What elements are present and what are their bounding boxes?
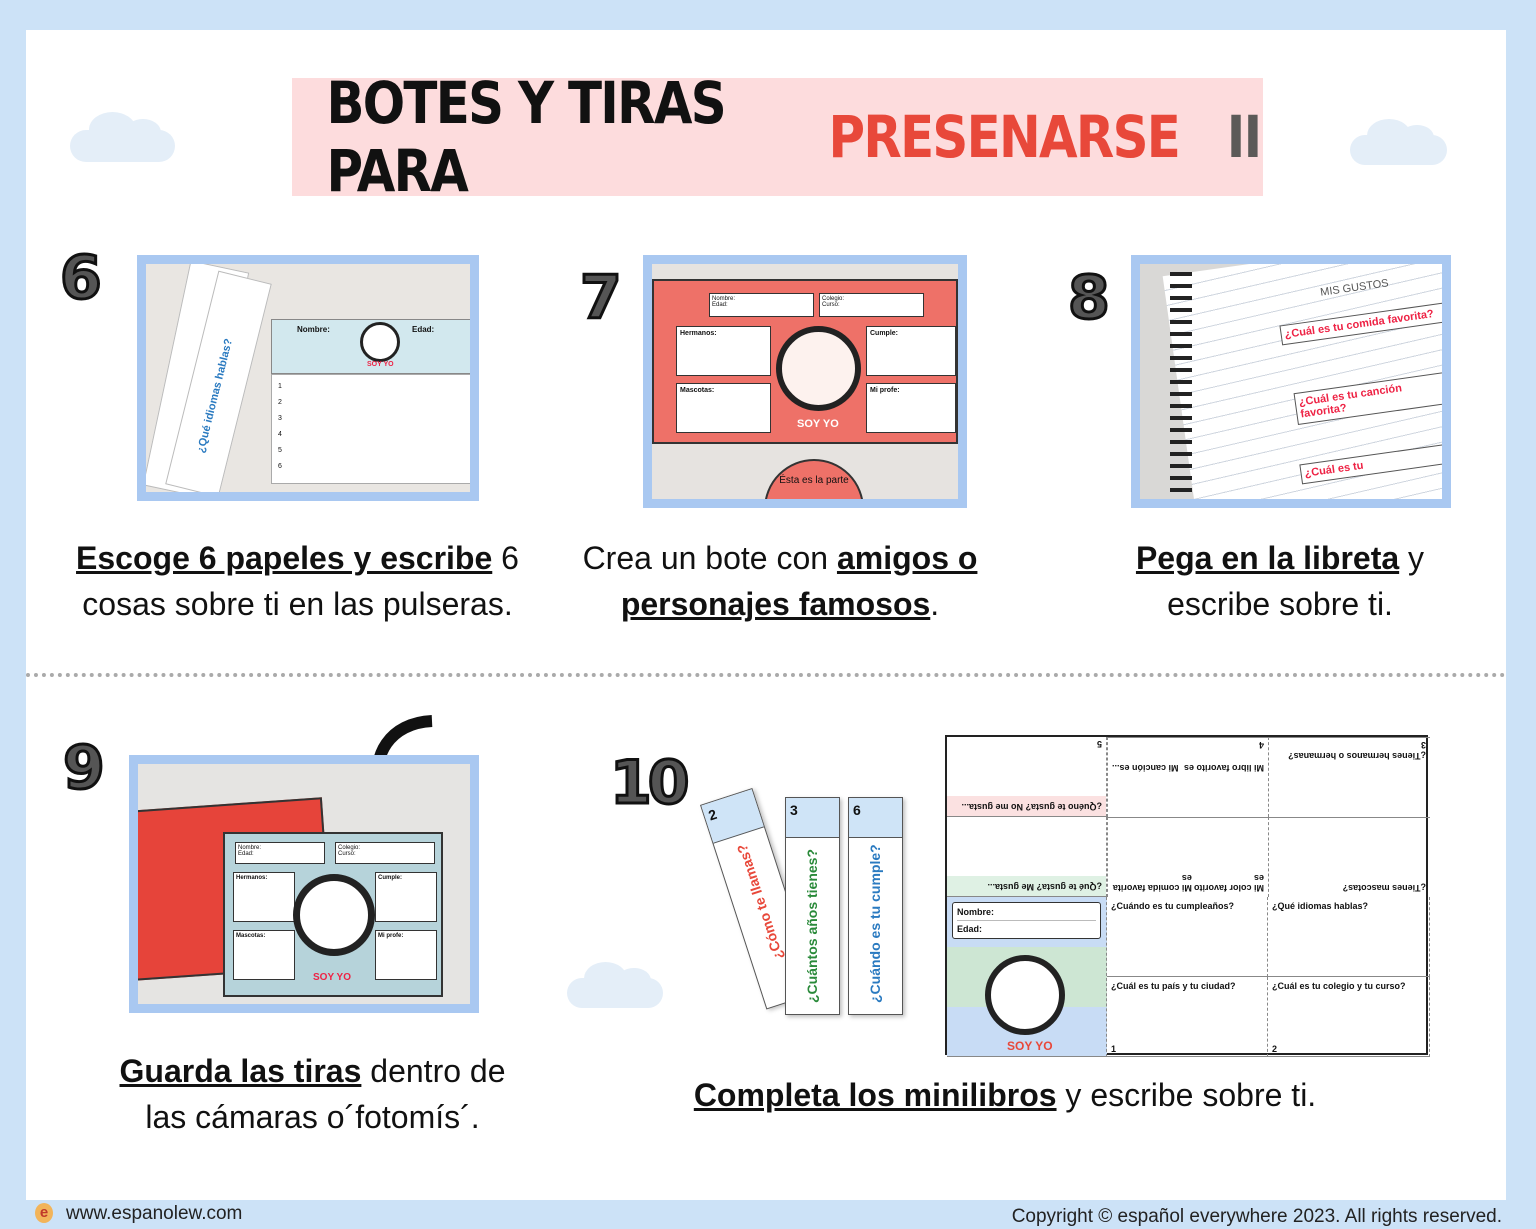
label: Nombre: [297,325,330,334]
age-label: Edad: [957,924,983,934]
step-7-caption: Crea un bote con amigos o personajes fam… [560,535,1000,627]
page-number: 1 [1111,1044,1117,1054]
step-6-photo: ¿Qué idiomas hablas? Nombre: Edad: SOY Y… [137,255,479,501]
languages-question: ¿Qué idiomas hablas? [1268,897,1430,977]
birthday-question: ¿Cuándo es tu cumpleaños? [1107,897,1268,977]
step-number: 9 [62,732,107,805]
cloud-decoration [1350,118,1447,165]
logo-icon: e [35,1203,53,1223]
step-7-photo: Nombre:Edad: Colegio:Curso: Hermanos: Cu… [643,255,967,508]
label: Edad: [412,325,435,334]
step-8-caption: Pega en la libreta y escribe sobre ti. [1080,535,1480,627]
line-number: 2 [278,399,282,406]
label: Mi profe: [375,930,437,980]
label: Curso: [822,302,840,308]
cloud-decoration [567,961,663,1008]
strip-birthday: 6 ¿Cuándo es tu cumple? [848,797,903,1015]
label: Cumple: [375,872,437,922]
step-number: 7 [579,262,624,335]
siblings-question: ¿Tienes hermanos o hermanas? [1288,751,1426,761]
page-number: 2 [1272,1044,1278,1054]
caption-bold: Completa los minilibros [693,1077,1057,1113]
label: Curso: [338,851,356,857]
minibook-template: ¿Quéno te gusta? No me gusta... 5 Mi lib… [945,735,1430,1057]
step-8-photo: MIS GUSTOS ¿Cuál es tu comida favorita? … [1131,255,1451,508]
caption-text: dentro de las cámaras o´fotomís´. [145,1053,506,1135]
page-title: BOTES Y TIRAS PARA PRESENARSE II [292,69,1263,205]
step-9-caption: Guarda las tiras dentro de las cámaras o… [100,1048,525,1140]
color-label: Mi color favorito es [1193,873,1264,893]
food-label: Mi comida favorita es [1112,873,1192,893]
step-number: 6 [59,242,104,315]
page-number: 4 [1258,740,1264,750]
copyright: Copyright © español everywhere 2023. All… [1011,1206,1502,1227]
label: Mi profe: [866,383,956,433]
line-number: 4 [278,431,282,438]
title-part-3: II [1226,103,1262,171]
school-question: ¿Cuál es tu colegio y tu curso? [1272,981,1406,991]
label: Nombre: [238,845,262,851]
strip-number: 3 [786,798,839,838]
label: Mascotas: [676,383,771,433]
caption-bold: Pega en la libreta [1135,540,1400,576]
label: Edad: [712,302,728,308]
step-10-caption: Completa los minilibros y escribe sobre … [670,1072,1340,1118]
caption-bold: Guarda las tiras [119,1053,362,1089]
name-label: Nombre: [957,907,995,917]
strip-age: 3 ¿Cuántos años tienes? [785,797,840,1015]
caption-bold: Escoge 6 papeles y escribe [76,540,493,576]
website-link[interactable]: www.espanolew.com [66,1203,243,1224]
soy-yo-label: SOY YO [367,361,394,368]
label: Cumple: [866,326,956,376]
label: Edad: [238,851,254,857]
bottom-text: Ésta es la parte [764,459,864,499]
label: Nombre: [712,296,736,302]
soy-yo-label: SOY YO [797,418,839,430]
caption-text: y escribe sobre ti. [1056,1077,1317,1113]
section-divider [26,673,1506,677]
line-number: 6 [278,463,282,470]
title-part-2: PRESENARSE [828,103,1181,171]
strip-question: ¿Qué idiomas hablas? [195,337,236,455]
step-number: 8 [1067,262,1112,335]
label: Colegio: [338,845,361,851]
song-label: Mi canción es... [1112,763,1179,773]
caption-text: y escribe sobre ti. [1167,540,1425,622]
soy-yo-label: SOY YO [1007,1039,1053,1053]
soy-yo-label: SOY YO [313,972,351,983]
dislikes-label: ¿Quéno te gusta? No me gusta... [947,796,1106,816]
country-question: ¿Cuál es tu país y tu ciudad? [1111,981,1236,991]
label: Colegio: [822,296,845,302]
strip-number: 6 [849,798,902,838]
cloud-decoration [70,112,175,162]
likes-label: ¿Qué te gusta? Me gusta... [947,876,1106,896]
label: Hermanos: [233,872,295,922]
caption-text: Crea un bote con [582,540,837,576]
step-6-caption: Escoge 6 papeles y escribe 6 cosas sobre… [55,535,540,627]
title-part-1: BOTES Y TIRAS PARA [326,69,726,205]
caption-text: . [930,586,940,622]
caption-bold: amigos o personajes famosos [620,540,978,622]
label: Mascotas: [233,930,295,980]
page-number: 3 [1420,740,1426,750]
strip-question: ¿Cuántos años tienes? [804,848,820,1003]
strip-question: ¿Cuándo es tu cumple? [867,844,883,1003]
line-number: 1 [278,383,282,390]
line-number: 5 [278,447,282,454]
label: Hermanos: [676,326,771,376]
line-number: 3 [278,415,282,422]
step-9-photo: Nombre:Edad: Colegio:Curso: Hermanos: Cu… [129,755,479,1013]
caption-text: 6 cosas sobre ti en las pulseras. [82,540,519,622]
page-number: 5 [1096,739,1102,749]
book-label: Mi libro favorito es [1183,763,1264,773]
pets-question: ¿Tienes mascotas? [1342,883,1426,893]
step-number: 10 [609,747,691,820]
